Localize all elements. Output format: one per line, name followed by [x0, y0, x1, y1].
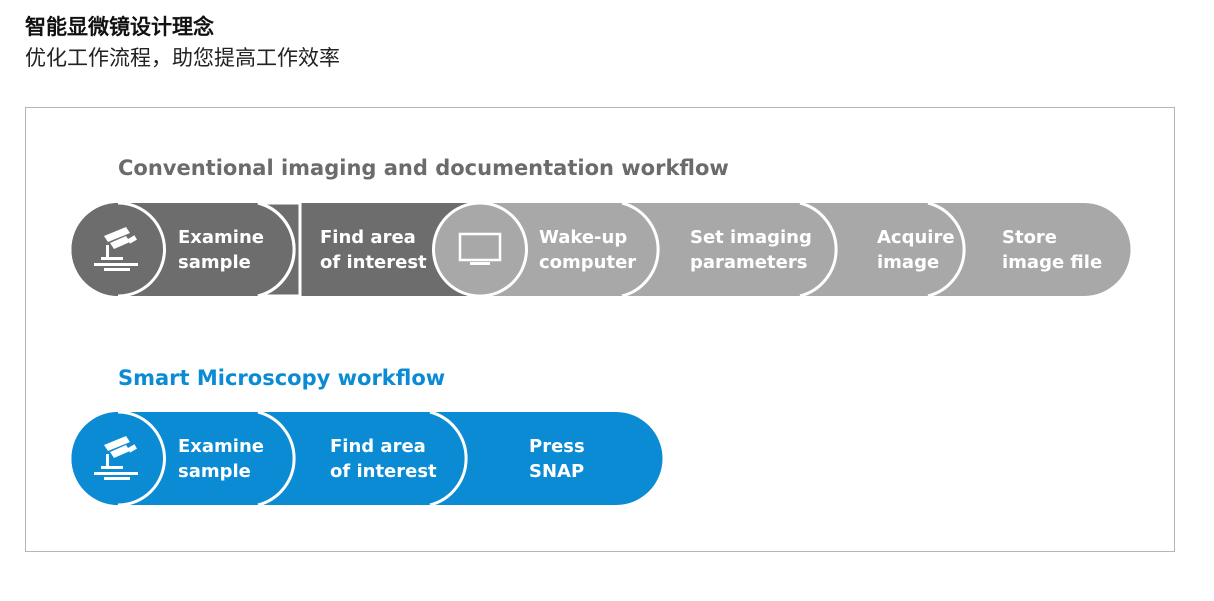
smart-separator-1: [257, 410, 296, 507]
conventional-icon-circle-1-edge: [117, 201, 166, 298]
conv-step-1-line-2: sample: [178, 252, 251, 273]
conv-step-5-line-1: Acquire: [877, 227, 955, 248]
smart-step-1-line-2: sample: [178, 461, 251, 482]
page-title: 智能显微镜设计理念: [25, 15, 214, 39]
smart-step-1-line-1: Examine: [178, 436, 264, 457]
conventional-light-base: [470, 203, 1131, 296]
conv-step-3-line-1: Wake-up: [539, 227, 627, 248]
conv-step-2-line-2: of interest: [320, 252, 427, 273]
conv-step-2-line-1: Find area: [320, 227, 416, 248]
conventional-icon-circle-2: [432, 201, 528, 298]
smart-workflow: Examine sample Find area of interest Pre…: [71, 410, 663, 507]
diagram-frame: [25, 107, 1175, 552]
conventional-workflow: Examine sample Find area of interest Wak…: [71, 201, 1131, 298]
smart-icon-circle-edge: [117, 410, 166, 507]
conv-step-4-line-1: Set imaging: [690, 227, 812, 248]
smart-workflow-title: Smart Microscopy workflow: [118, 366, 445, 390]
conventional-dark-base: [71, 203, 480, 296]
conventional-separator-3: [621, 201, 660, 298]
conv-step-5-line-2: image: [877, 252, 939, 273]
conv-step-3-line-2: computer: [539, 252, 636, 273]
smart-icon-circle: [71, 412, 165, 505]
conventional-separator-1: [257, 201, 296, 298]
smart-step-2-line-2: of interest: [330, 461, 437, 482]
smart-base: [71, 412, 663, 505]
conventional-separator-4: [799, 201, 838, 298]
smart-separator-2: [429, 410, 468, 507]
microscope-icon: [94, 436, 138, 480]
page-subtitle: 优化工作流程，助您提高工作效率: [25, 46, 340, 70]
conventional-icon-circle-1: [71, 203, 165, 296]
conventional-separator-5: [927, 201, 966, 298]
smart-step-3-line-2: SNAP: [529, 461, 584, 482]
conventional-workflow-title: Conventional imaging and documentation w…: [118, 156, 729, 180]
monitor-icon: [458, 232, 502, 265]
microscope-icon: [94, 227, 138, 271]
conv-step-6-line-1: Store: [1002, 227, 1057, 248]
conv-step-4-line-2: parameters: [690, 252, 807, 273]
conv-step-1-line-1: Examine: [178, 227, 264, 248]
smart-step-3-line-1: Press: [529, 436, 585, 457]
smart-step-2-line-1: Find area: [330, 436, 426, 457]
conv-step-6-line-2: image file: [1002, 252, 1102, 273]
